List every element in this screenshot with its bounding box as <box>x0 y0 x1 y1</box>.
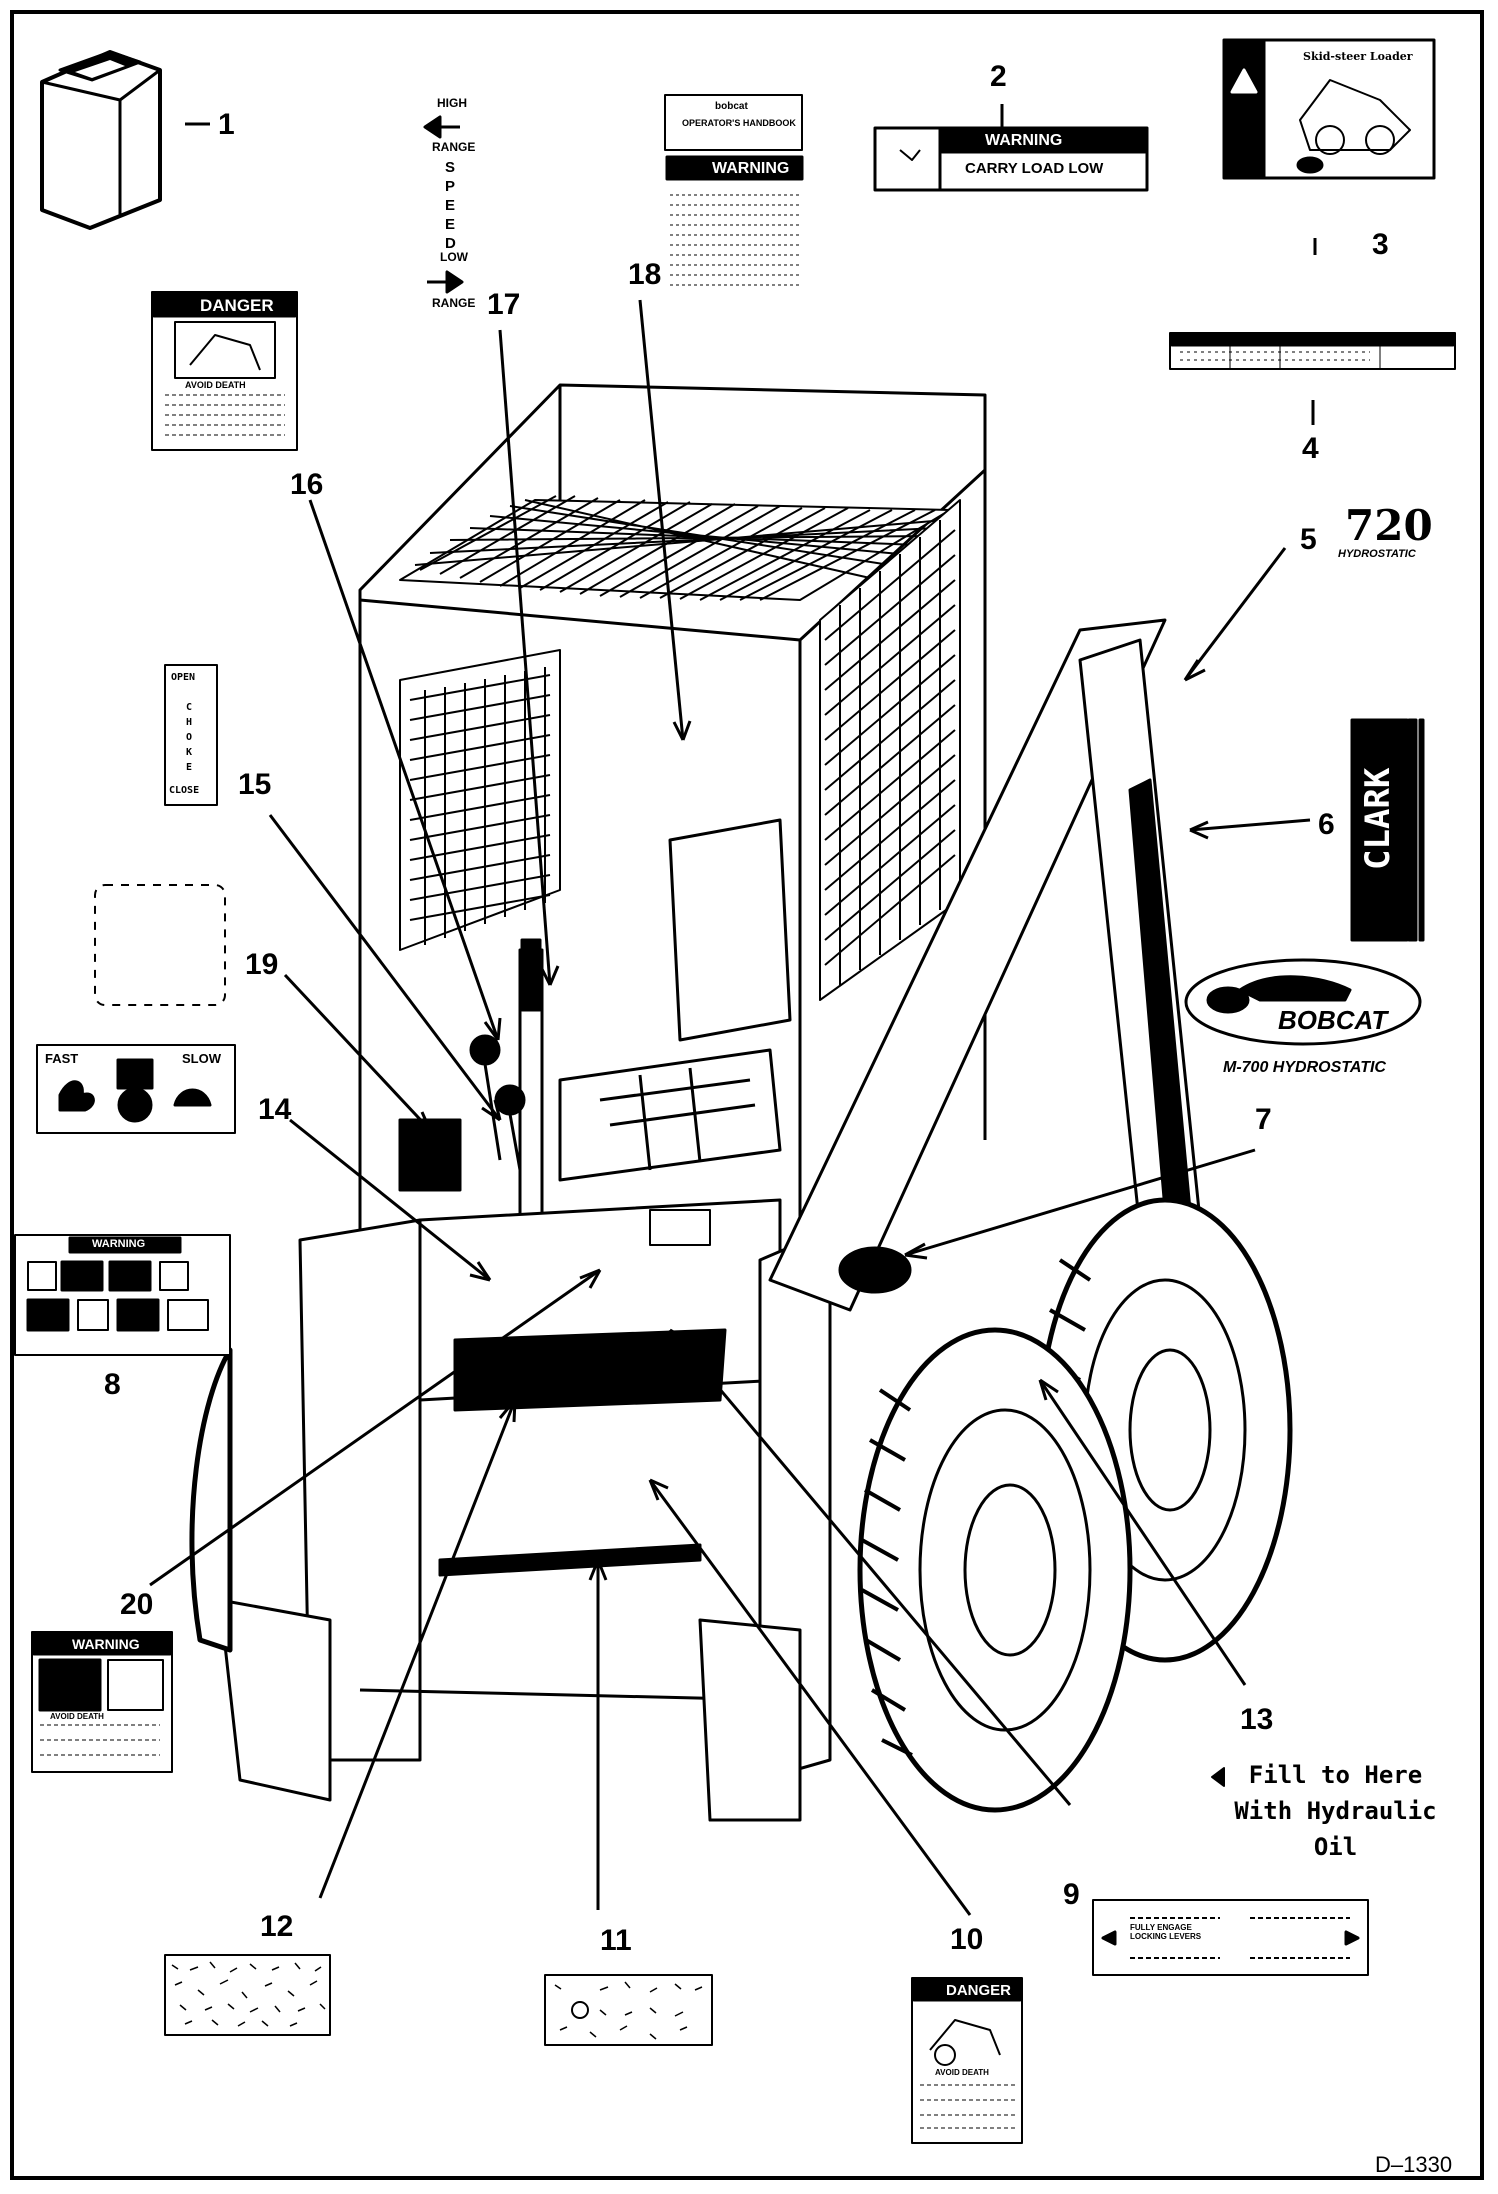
bobcat-logo-label: BOBCAT <box>1278 1005 1388 1035</box>
speed-high-label: HIGH <box>437 96 467 110</box>
locking-levers-decal <box>1092 1899 1369 1976</box>
callout-7: 7 <box>1255 1103 1272 1136</box>
callout-18: 18 <box>628 258 662 291</box>
m700-hydrostatic-label: M-700 HYDROSTATIC <box>1223 1059 1386 1076</box>
decal-3-safety-manual <box>1222 38 1436 180</box>
hydraulic-fill-label: Fill to Here With Hydraulic Oil <box>1234 1761 1437 1861</box>
throttle-decal <box>36 1044 236 1134</box>
callout-16: 16 <box>290 468 324 501</box>
callout-2: 2 <box>990 60 1007 93</box>
callout-11: 11 <box>600 1924 632 1957</box>
callout-15: 15 <box>238 768 272 801</box>
decal-2-warning <box>873 126 1149 192</box>
decal-6-clark <box>1350 718 1425 942</box>
figure-id: D–1330 <box>1375 2152 1453 2177</box>
bobcat-logo <box>1184 958 1422 1046</box>
operators-handbook-label: OPERATOR'S HANDBOOK <box>682 118 796 128</box>
callout-1: 1 <box>218 108 235 141</box>
speed-low-label: LOW <box>440 250 468 264</box>
callout-12: 12 <box>260 1910 294 1943</box>
high-range-arrow-icon <box>423 115 460 139</box>
hydrostatic-label: HYDROSTATIC <box>1338 548 1416 560</box>
throttle-slow-label: SLOW <box>182 1051 221 1066</box>
decal-4-plate <box>1169 332 1456 370</box>
warning-decal-bottom-left <box>31 1631 173 1773</box>
speed-range-label-2: RANGE <box>432 296 476 310</box>
choke-label: CHOKE <box>186 702 193 773</box>
callout-9: 9 <box>1063 1878 1080 1911</box>
decal-8-warning-title: WARNING <box>92 1238 146 1250</box>
choke-open-label: OPEN <box>171 672 196 683</box>
front-right-tire <box>857 1327 1133 1813</box>
callout-17: 17 <box>487 288 521 321</box>
callout-10: 10 <box>950 1923 984 1956</box>
tread-texture-12 <box>171 1961 326 2027</box>
decal-1-manual-box <box>40 50 162 230</box>
callout-8: 8 <box>104 1368 121 1401</box>
operator-seat <box>558 818 792 1182</box>
page-frame <box>10 10 1484 2180</box>
handbook-warning-title: WARNING <box>712 160 790 177</box>
carry-load-low-label: CARRY LOAD LOW <box>965 160 1104 177</box>
warning-title-2: WARNING <box>985 132 1063 149</box>
blank-decal-outline <box>94 884 226 1006</box>
floor-tread-strip <box>453 1328 727 1412</box>
turtle-icon <box>173 1088 212 1107</box>
step-tread-strip <box>438 1543 702 1577</box>
arm-decal <box>838 1246 912 1294</box>
choke-decal <box>164 664 218 806</box>
hydraulic-fill-arrow-icon <box>1211 1767 1225 1787</box>
throttle-fast-label: FAST <box>45 1051 79 1066</box>
skid-steer-loader-label: Skid-steer Loader <box>1303 50 1413 63</box>
clark-label: CLARK <box>1358 767 1398 870</box>
decal-12-tread <box>164 1954 331 2036</box>
skid-steer-loader-illustration <box>189 383 1293 1822</box>
avoid-death-top: AVOID DEATH <box>185 380 246 390</box>
avoid-death-bottom: AVOID DEATH <box>935 2068 989 2077</box>
callout-3: 3 <box>1372 228 1389 261</box>
callout-6: 6 <box>1318 808 1335 841</box>
low-range-arrow-icon <box>427 270 464 294</box>
bobcat-header-label: bobcat <box>715 101 748 112</box>
callout-20: 20 <box>120 1588 154 1621</box>
danger-title-top: DANGER <box>200 296 274 315</box>
callout-13: 13 <box>1240 1703 1274 1736</box>
warning-title-bottom-left: WARNING <box>72 1636 140 1652</box>
callout-4: 4 <box>1302 432 1319 465</box>
leader-lines <box>149 104 1317 1916</box>
choke-close-label: CLOSE <box>169 785 200 796</box>
danger-title-bottom: DANGER <box>946 1982 1012 1999</box>
lift-arm <box>768 618 1167 1312</box>
handbook-warning-decal <box>664 94 804 286</box>
full-engage-label: FULLY ENGAGE LOCKING LEVERS <box>1130 1923 1202 1941</box>
speed-range-label: RANGE <box>432 140 476 154</box>
danger-decal-bottom <box>911 1977 1023 2144</box>
callout-19: 19 <box>245 948 279 981</box>
callout-5: 5 <box>1300 523 1317 556</box>
decal-8-warning-sheet <box>14 1234 231 1356</box>
front-left-tire <box>189 1347 233 1653</box>
avoid-death-bottom-left: AVOID DEATH <box>50 1712 104 1721</box>
model-720-label: 720 <box>1345 501 1433 550</box>
rabbit-icon <box>58 1080 95 1112</box>
danger-decal-top <box>151 291 298 451</box>
tread-texture-11 <box>554 1981 703 2040</box>
speed-label: SPEED <box>445 159 456 252</box>
callout-14: 14 <box>258 1093 292 1126</box>
